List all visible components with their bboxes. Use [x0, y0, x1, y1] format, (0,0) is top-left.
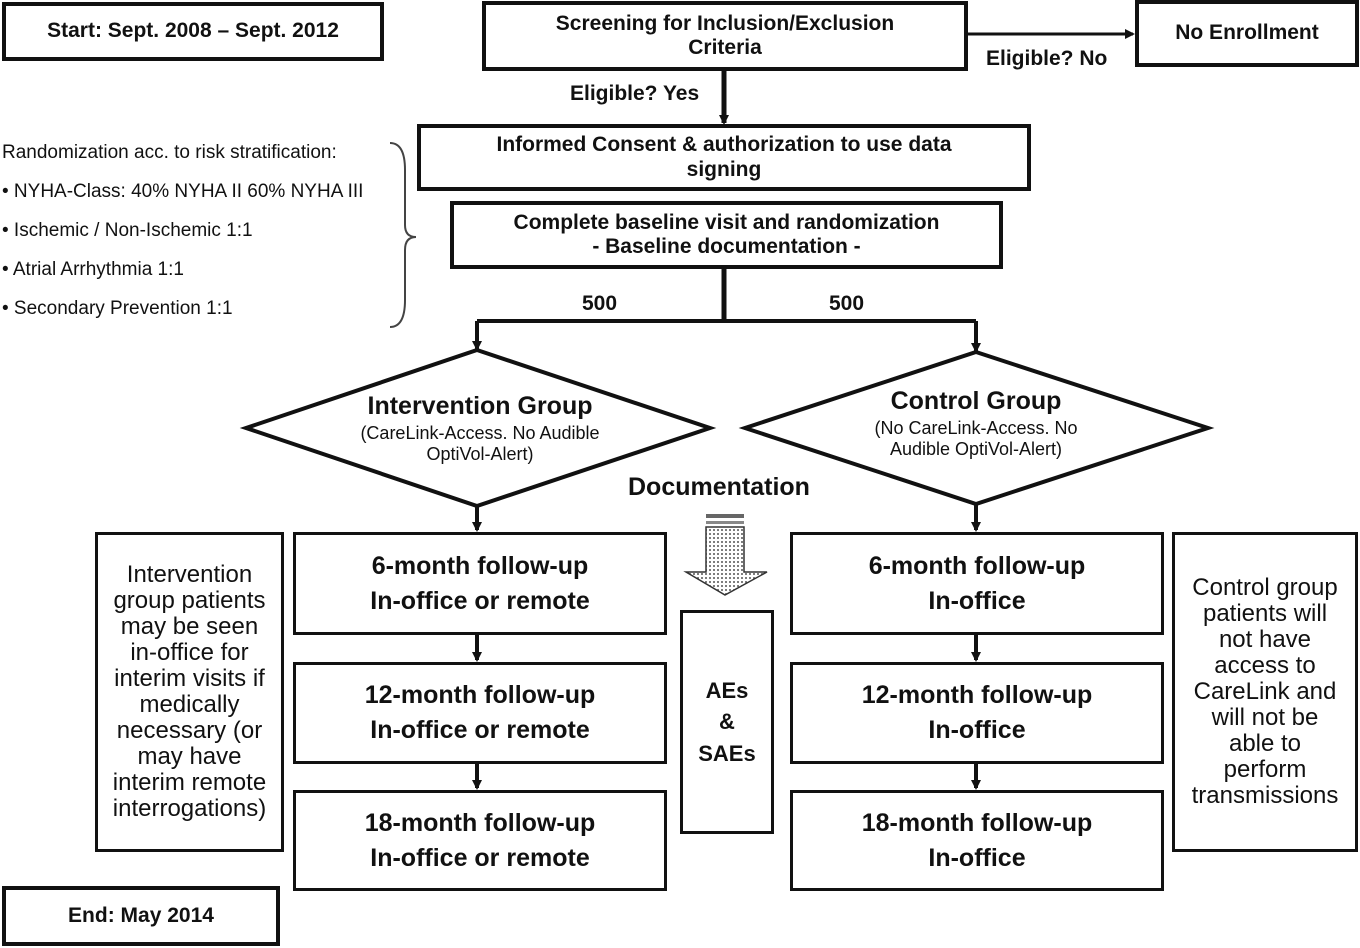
control-note: Control group patients will not have acc… — [1172, 532, 1358, 852]
aes-line-1: AEs — [705, 678, 749, 704]
intervention-group-text: Intervention Group (CareLink-Access. No … — [300, 392, 660, 465]
followup-title: 6-month follow-up — [371, 551, 589, 580]
end-label: End: May 2014 — [68, 903, 214, 927]
note-line: group patients — [113, 587, 266, 615]
baseline-box: Complete baseline visit and randomizatio… — [450, 201, 1003, 269]
note-line: Control group — [1192, 574, 1338, 602]
note-line: able to — [1228, 729, 1302, 757]
intervention-followup-18: 18-month follow-up In-office or remote — [293, 790, 667, 891]
note-line: may be seen — [120, 613, 259, 641]
consent-line-2: signing — [686, 157, 762, 181]
note-line: perform — [1223, 755, 1307, 783]
control-sub-1: (No CareLink-Access. No — [874, 418, 1078, 438]
followup-title: 12-month follow-up — [861, 681, 1093, 710]
note-line: interim visits if — [114, 665, 265, 693]
note-line: may have — [137, 742, 242, 770]
followup-mode: In-office — [928, 586, 1026, 615]
followup-title: 18-month follow-up — [364, 808, 596, 837]
end-box: End: May 2014 — [2, 886, 280, 946]
eligible-yes-label: Eligible? Yes — [570, 82, 700, 105]
note-line: interim remote — [112, 768, 267, 796]
screening-line-1: Screening for Inclusion/Exclusion — [555, 11, 895, 35]
note-line: not have — [1218, 626, 1312, 654]
intervention-sub-1: (CareLink-Access. No Audible — [360, 423, 600, 443]
screening-line-2: Criteria — [688, 36, 762, 59]
n-control-label: 500 — [829, 292, 865, 315]
stratification-title: Randomization acc. to risk stratificatio… — [2, 142, 337, 163]
note-line: interrogations) — [112, 794, 267, 822]
intervention-sub-2: OptiVol-Alert) — [426, 444, 534, 464]
followup-mode: In-office or remote — [370, 843, 590, 872]
intervention-note: Intervention group patients may be seen … — [95, 532, 284, 852]
note-line: Intervention — [126, 561, 253, 589]
note-line: patients will — [1202, 600, 1328, 628]
intervention-followup-12: 12-month follow-up In-office or remote — [293, 662, 667, 764]
no-enrollment-box: No Enrollment — [1135, 0, 1359, 67]
note-line: CareLink and — [1193, 678, 1337, 706]
intervention-followup-6: 6-month follow-up In-office or remote — [293, 532, 667, 635]
baseline-line-2: - Baseline documentation - — [592, 235, 861, 258]
aes-line-3: SAEs — [698, 740, 756, 766]
followup-title: 6-month follow-up — [868, 551, 1086, 580]
followup-mode: In-office — [928, 843, 1026, 872]
documentation-arrow — [683, 514, 768, 596]
note-line: necessary (or — [116, 716, 263, 744]
baseline-line-1: Complete baseline visit and randomizatio… — [513, 210, 940, 234]
control-followup-18: 18-month follow-up In-office — [790, 790, 1164, 891]
followup-title: 18-month follow-up — [861, 808, 1093, 837]
control-followup-6: 6-month follow-up In-office — [790, 532, 1164, 635]
followup-title: 12-month follow-up — [364, 681, 596, 710]
stratification-brace — [389, 142, 417, 328]
consent-box: Informed Consent & authorization to use … — [417, 124, 1031, 191]
control-title: Control Group — [890, 387, 1062, 415]
consent-line-1: Informed Consent & authorization to use … — [496, 133, 952, 157]
control-group-text: Control Group (No CareLink-Access. No Au… — [796, 387, 1156, 460]
no-enrollment-label: No Enrollment — [1175, 21, 1319, 45]
start-box: Start: Sept. 2008 – Sept. 2012 — [2, 2, 384, 61]
screening-box: Screening for Inclusion/Exclusion Criter… — [482, 1, 968, 71]
note-line: will not be — [1211, 703, 1319, 731]
intervention-title: Intervention Group — [367, 392, 593, 420]
aes-line-2: & — [719, 709, 735, 735]
note-line: in-office for — [130, 639, 249, 667]
eligible-no-label: Eligible? No — [986, 47, 1108, 70]
documentation-label: Documentation — [628, 473, 810, 501]
control-followup-12: 12-month follow-up In-office — [790, 662, 1164, 764]
note-line: access to — [1214, 652, 1316, 680]
stratification-item: • Atrial Arrhythmia 1:1 — [2, 259, 184, 280]
stratification-item: • NYHA-Class: 40% NYHA II 60% NYHA III — [2, 181, 364, 202]
start-label: Start: Sept. 2008 – Sept. 2012 — [47, 19, 339, 43]
aes-box: AEs & SAEs — [680, 610, 774, 834]
stratification-item: • Ischemic / Non-Ischemic 1:1 — [2, 220, 253, 241]
note-line: medically — [139, 691, 240, 718]
n-intervention-label: 500 — [582, 292, 618, 315]
followup-mode: In-office — [928, 716, 1026, 744]
control-sub-2: Audible OptiVol-Alert) — [889, 439, 1063, 459]
note-line: transmissions — [1191, 781, 1339, 809]
followup-mode: In-office or remote — [370, 716, 590, 744]
followup-mode: In-office or remote — [370, 586, 590, 615]
stratification-item: • Secondary Prevention 1:1 — [2, 298, 233, 319]
